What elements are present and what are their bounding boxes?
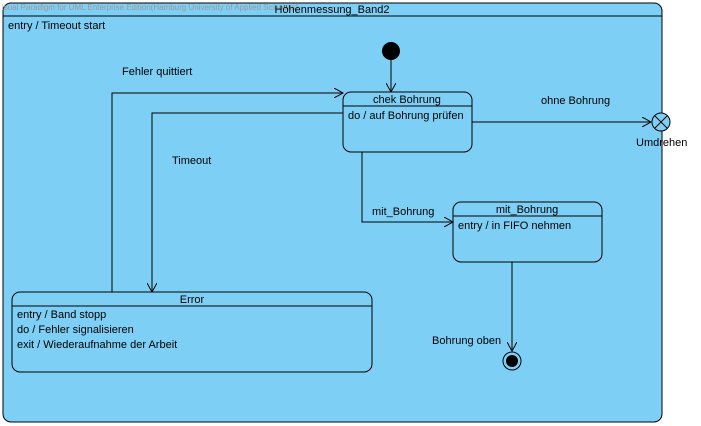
state-mit-bohrung[interactable]: mit_Bohrung entry / in FIFO nehmen <box>452 201 603 263</box>
transition-fehler-quittiert <box>111 93 343 292</box>
state-name: Error <box>180 294 205 306</box>
transition-timeout <box>152 112 343 292</box>
transition-label-bohrung-oben: Bohrung oben <box>432 335 501 347</box>
state-activity-entry: entry / Band stopp <box>17 309 106 321</box>
state-error[interactable]: Error entry / Band stopp do / Fehler sig… <box>11 291 373 373</box>
transition-label-fehler-quittiert: Fehler quittiert <box>122 66 192 78</box>
watermark-text: isual Paradigm for UML Enterprise Editio… <box>2 3 299 12</box>
transition-mit-bohrung <box>361 152 453 222</box>
state-name: chek Bohrung <box>373 94 441 106</box>
state-chek-bohrung[interactable]: chek Bohrung do / auf Bohrung prüfen <box>342 91 473 153</box>
state-activity-do: do / Fehler signalisieren <box>17 324 134 336</box>
state-activity: do / auf Bohrung prüfen <box>348 110 464 122</box>
exit-point <box>651 112 671 132</box>
initial-state <box>382 42 400 60</box>
exit-point-label: Umdrehen <box>636 137 687 149</box>
composite-state-activity: entry / Timeout start <box>8 20 105 32</box>
transition-label-ohne-bohrung: ohne Bohrung <box>541 95 610 107</box>
state-name: mit_Bohrung <box>496 204 558 216</box>
state-activity-exit: exit / Wiederaufnahme der Arbeit <box>17 339 177 351</box>
transition-label-mit-bohrung: mit_Bohrung <box>372 206 434 218</box>
composite-state-title: Höhenmessung_Band2 <box>275 4 390 16</box>
transition-label-timeout: Timeout <box>172 155 211 167</box>
state-activity: entry / in FIFO nehmen <box>458 220 571 232</box>
final-state <box>502 351 522 371</box>
